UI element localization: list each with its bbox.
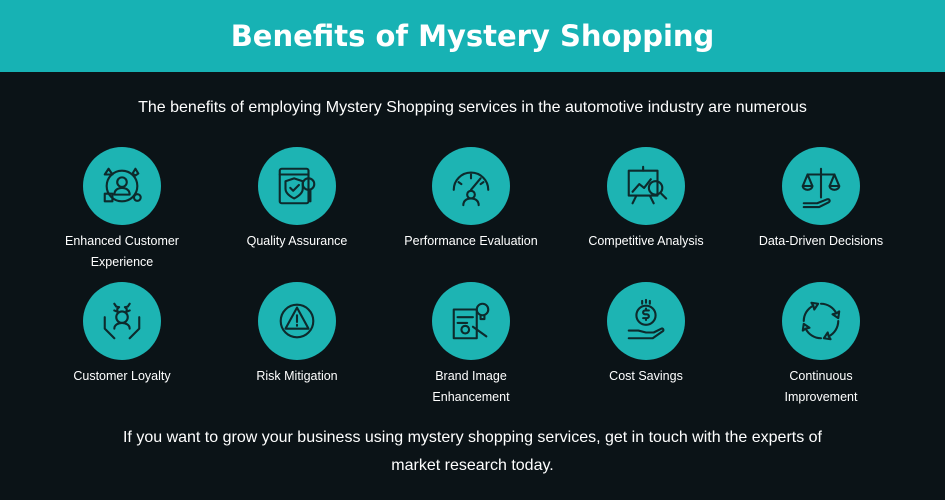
benefit-item: Customer Loyalty <box>37 282 207 387</box>
benefit-label: Cost Savings <box>609 369 683 383</box>
icon-circle <box>258 282 336 360</box>
icon-circle <box>782 147 860 225</box>
benefit-item: Cost Savings <box>561 282 731 387</box>
benefit-item: Brand Image Enhancement <box>386 282 556 408</box>
icon-circle <box>83 147 161 225</box>
benefit-item: Performance Evaluation <box>386 147 556 252</box>
risk-warning-icon <box>279 303 315 339</box>
icon-circle <box>607 282 685 360</box>
icon-circle <box>83 282 161 360</box>
benefit-item: Data-Driven Decisions <box>736 147 906 252</box>
loyalty-hands-icon <box>103 302 141 340</box>
customer-experience-icon <box>103 167 142 203</box>
benefit-label: Competitive Analysis <box>588 234 704 248</box>
benefit-label: Customer Loyalty <box>73 369 171 383</box>
subtitle: The benefits of employing Mystery Shoppi… <box>138 99 807 116</box>
quality-shield-icon <box>278 167 316 205</box>
benefit-label: Enhanced Customer Experience <box>65 234 179 269</box>
icon-circle <box>432 282 510 360</box>
header-banner: Benefits of Mystery Shopping <box>0 0 945 72</box>
brand-idea-icon <box>452 302 490 340</box>
benefit-label: Quality Assurance <box>246 234 348 248</box>
benefit-label: Continuous Improvement <box>784 369 858 404</box>
benefit-label: Data-Driven Decisions <box>758 234 884 248</box>
benefit-label: Risk Mitigation <box>256 369 338 383</box>
benefit-item: Risk Mitigation <box>212 282 382 387</box>
icon-circle <box>607 147 685 225</box>
analysis-chart-icon <box>627 165 668 205</box>
benefit-item: Competitive Analysis <box>561 147 731 252</box>
icon-circle <box>782 282 860 360</box>
benefit-item: Enhanced Customer Experience <box>37 147 207 273</box>
benefit-item: Continuous Improvement <box>736 282 906 408</box>
icon-circle <box>432 147 510 225</box>
cycle-arrows-icon <box>801 301 841 341</box>
benefit-item: Quality Assurance <box>212 147 382 252</box>
performance-gauge-icon <box>452 171 490 207</box>
benefit-label: Performance Evaluation <box>404 234 538 248</box>
footer-text: If you want to grow your business using … <box>0 424 945 480</box>
icon-circle <box>258 147 336 225</box>
benefit-label: Brand Image Enhancement <box>432 369 510 404</box>
page-title: Benefits of Mystery Shopping <box>230 19 715 53</box>
balance-scale-icon <box>801 167 841 209</box>
footer-line: If you want to grow your business using … <box>122 429 822 474</box>
cost-savings-icon <box>627 298 665 340</box>
